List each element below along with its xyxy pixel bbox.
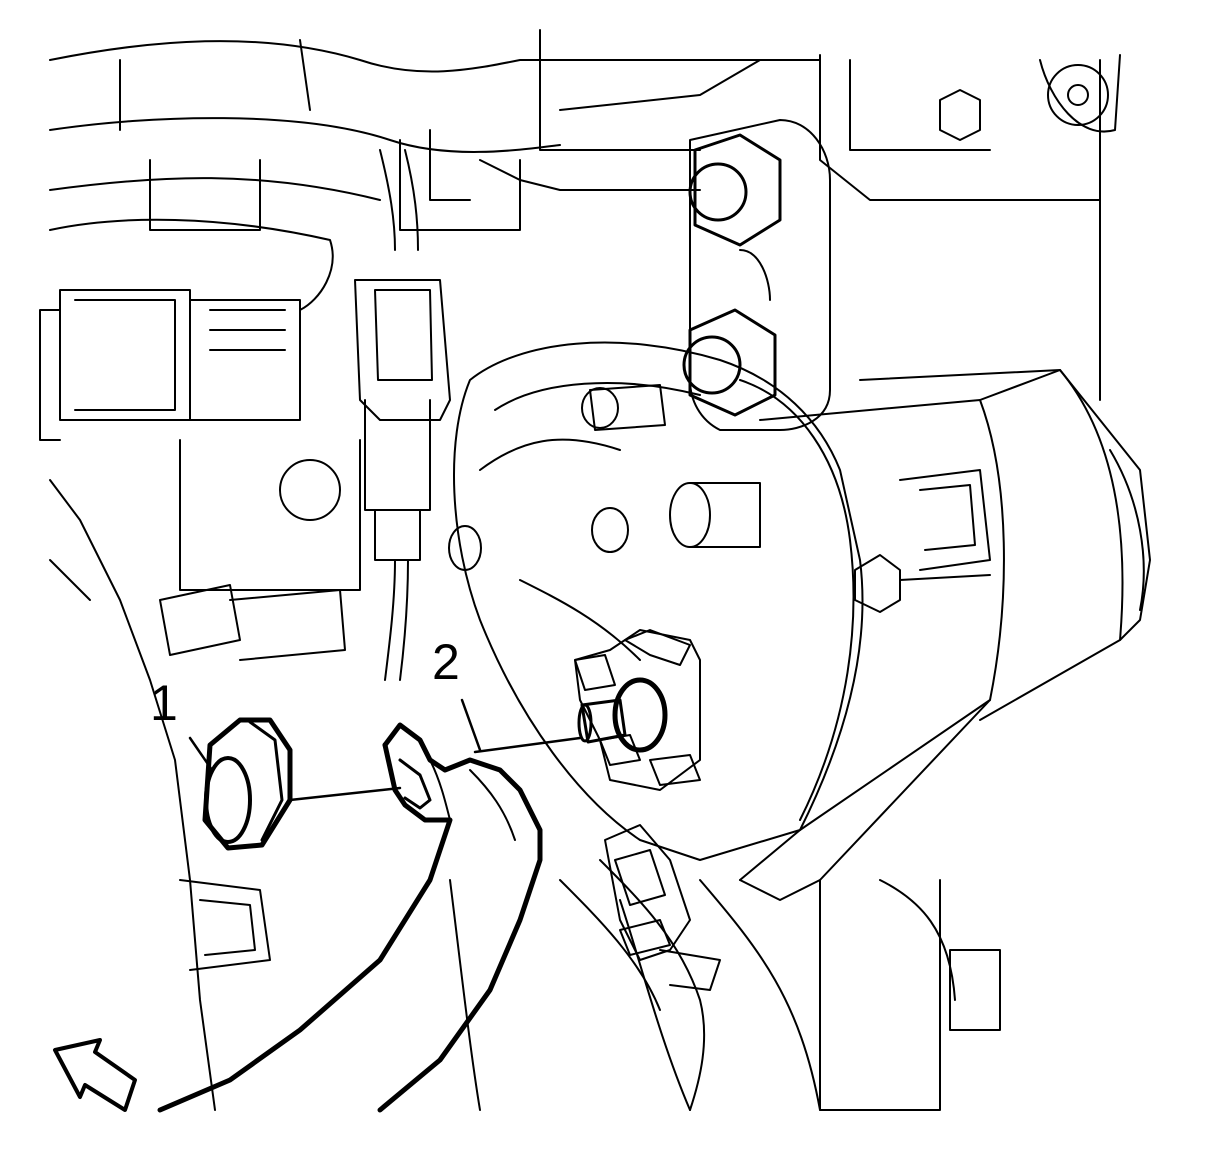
engine-background [39, 29, 1121, 1111]
callout-2-leader [460, 698, 482, 752]
alternator [448, 341, 1151, 901]
terminal-nut [202, 717, 293, 851]
output-terminal [574, 629, 701, 791]
battery-cable [157, 722, 543, 1113]
mounting-bracket [682, 119, 831, 431]
callout-1-leader [188, 736, 214, 772]
cable-to-stud-line [473, 736, 582, 754]
nut-to-cable-line [288, 786, 402, 802]
callout-label-2: 2 [432, 634, 460, 690]
leader-lines [188, 698, 582, 802]
regulator-connector [604, 824, 721, 991]
view-direction-arrow-icon [53, 1038, 137, 1112]
callout-label-1: 1 [150, 675, 178, 731]
